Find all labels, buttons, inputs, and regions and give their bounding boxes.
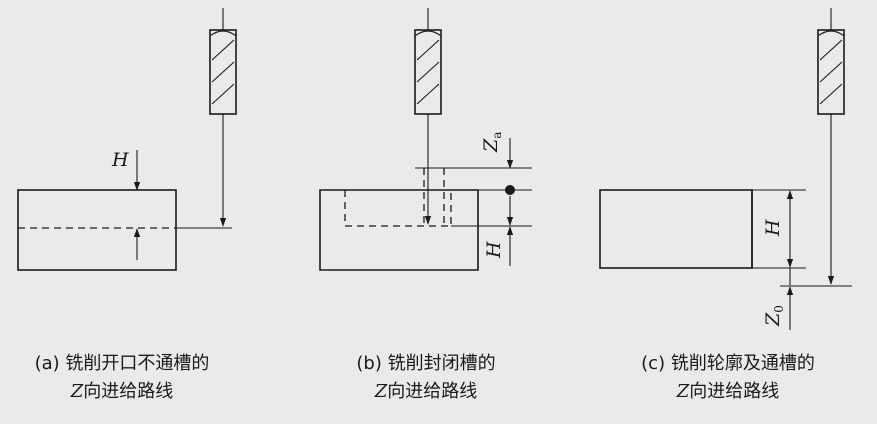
caption-b-line2: Z向进给路线 xyxy=(374,381,478,402)
caption-a-line2: Z向进给路线 xyxy=(70,381,174,402)
panel-b: Za H xyxy=(319,8,532,271)
panel-c: H Z0 xyxy=(599,8,852,330)
caption-b-line1: (b) 铣削封闭槽的 xyxy=(356,353,496,374)
closed-slot-b xyxy=(344,190,452,227)
caption-a-line1: (a) 铣削开口不通槽的 xyxy=(34,353,210,374)
caption-c-line2: Z向进给路线 xyxy=(676,381,780,402)
cutter-b xyxy=(414,29,442,115)
h-label-b: H xyxy=(483,241,505,259)
cutter-a xyxy=(209,29,237,115)
workpiece-a xyxy=(17,189,177,271)
caption-a: (a) 铣削开口不通槽的 Z向进给路线 xyxy=(6,350,238,406)
workpiece-c xyxy=(599,189,753,269)
cutter-c xyxy=(817,29,845,115)
panel-a: H xyxy=(17,8,237,271)
z0-label-c: Z0 xyxy=(762,305,786,327)
caption-b: (b) 铣削封闭槽的 Z向进给路线 xyxy=(326,350,526,406)
h-label-c: H xyxy=(762,219,784,237)
workpiece-b xyxy=(319,189,479,271)
h-label-a: H xyxy=(111,149,129,171)
za-label-b: Za xyxy=(480,132,504,153)
caption-c-line1: (c) 铣削轮廓及通槽的 xyxy=(641,353,815,374)
caption-c: (c) 铣削轮廓及通槽的 Z向进给路线 xyxy=(608,350,848,406)
reference-point-b xyxy=(505,185,515,195)
